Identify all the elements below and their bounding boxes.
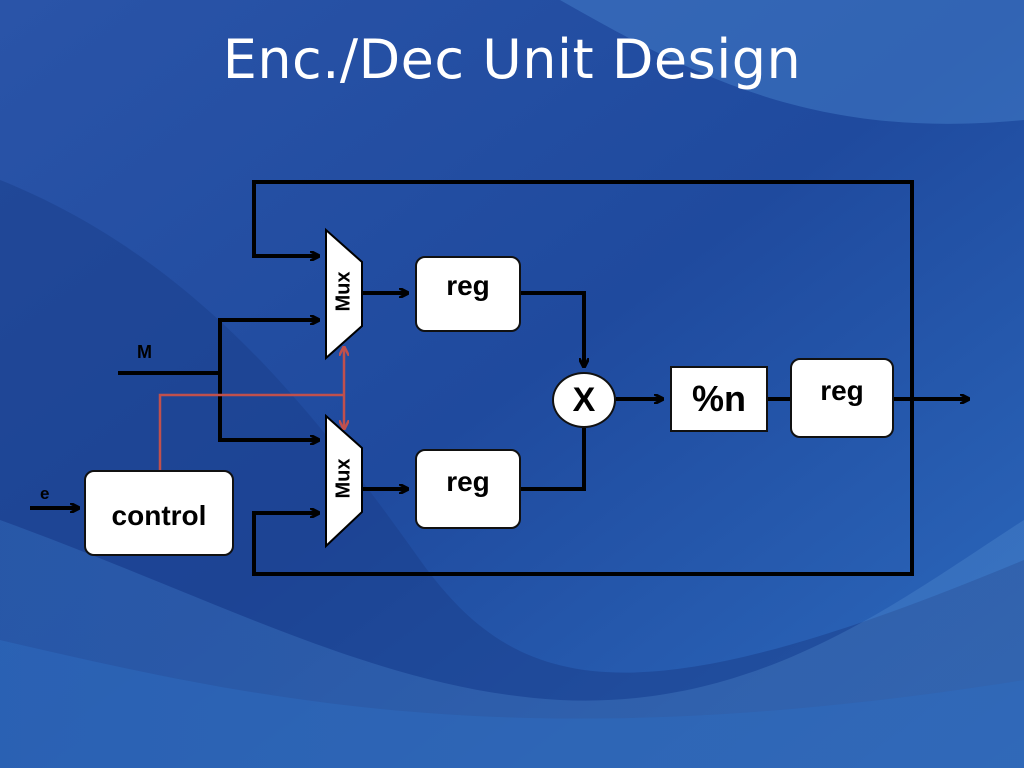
wire-m-to-mux-top xyxy=(218,320,318,373)
wire-feedback-top xyxy=(252,180,914,400)
mux-top-shape xyxy=(325,227,363,361)
multiplier-block: X xyxy=(552,372,616,428)
reg-bottom-label: reg xyxy=(446,466,490,497)
reg-top-label: reg xyxy=(446,270,490,301)
reg-top-block: reg xyxy=(415,256,521,332)
slide-title: Enc./Dec Unit Design xyxy=(222,28,802,91)
wire-m-to-mux-bottom xyxy=(218,373,318,440)
mux-top-label: Mux xyxy=(332,271,355,312)
wire-reg-bottom-to-mult xyxy=(521,428,586,491)
modulo-label: %n xyxy=(692,378,746,419)
input-m-label: M xyxy=(137,342,152,362)
reg-bottom-block: reg xyxy=(415,449,521,529)
mux-bottom-label: Mux xyxy=(332,458,355,499)
input-e-label: e xyxy=(40,484,50,503)
wire-control xyxy=(158,393,344,470)
wire-feedback-bottom xyxy=(252,400,914,576)
reg-output-label: reg xyxy=(820,375,864,406)
control-block: control xyxy=(84,470,234,556)
reg-output-block: reg xyxy=(790,358,894,438)
multiplier-label: X xyxy=(572,380,596,419)
modulo-block: %n xyxy=(670,366,768,432)
mux-bottom-shape xyxy=(325,413,363,549)
control-label: control xyxy=(111,500,207,531)
wire-reg-top-to-mult xyxy=(521,291,584,366)
